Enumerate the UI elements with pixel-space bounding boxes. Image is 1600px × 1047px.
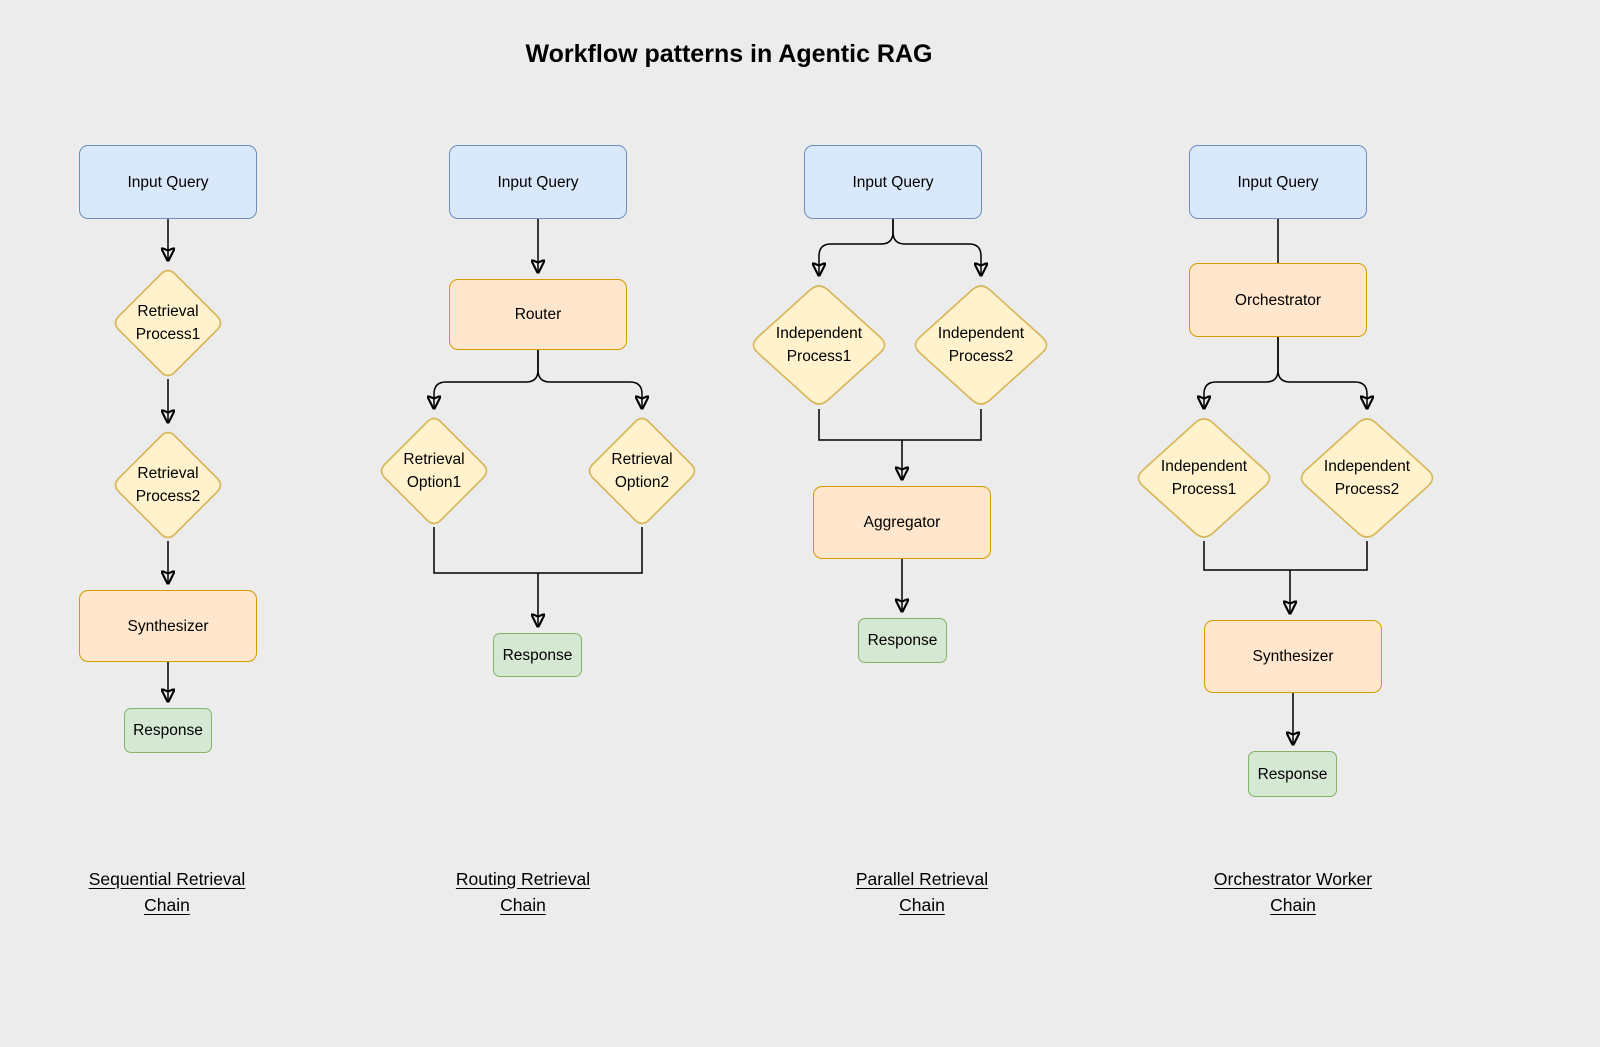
diamond-shape — [588, 417, 696, 525]
node-label: Input Query — [497, 173, 579, 191]
node-label: Independent Process2 — [1323, 458, 1411, 498]
edge-routing-merge — [433, 527, 643, 574]
routing-retrieval-option1-node: Retrieval Option1 — [378, 415, 490, 527]
node-label: Orchestrator — [1234, 291, 1322, 309]
edge-orch-merge — [1203, 541, 1368, 571]
diamond-shape — [114, 269, 222, 377]
edge-orch-split-right — [1277, 337, 1367, 409]
parallel-response-node: Response — [858, 618, 947, 663]
parallel-independent-process1-node: Independent Process1 — [749, 282, 889, 408]
orch-orchestrator-node: Orchestrator — [1189, 263, 1367, 337]
routing-input-query-node: Input Query — [449, 145, 627, 219]
node-label: Synthesizer — [127, 617, 209, 635]
node-label: Retrieval Process1 — [135, 303, 201, 343]
node-label: Input Query — [127, 173, 209, 191]
edge-orch-split-left — [1204, 337, 1279, 409]
orch-independent-process2-node: Independent Process2 — [1297, 415, 1437, 541]
orch-response-node: Response — [1248, 751, 1337, 797]
parallel-aggregator-node: Aggregator — [813, 486, 991, 559]
node-label: Response — [133, 722, 203, 739]
orch-synthesizer-node: Synthesizer — [1204, 620, 1382, 693]
node-label: Independent Process1 — [1160, 458, 1248, 498]
seq-response-node: Response — [124, 708, 212, 753]
node-label: Retrieval Option2 — [611, 451, 673, 491]
edge-parallel-split-right — [892, 219, 981, 276]
seq-synthesizer-node: Synthesizer — [79, 590, 257, 662]
caption-parallel-retrieval-chain: Parallel Retrieval Chain — [855, 869, 989, 915]
seq-input-query-node: Input Query — [79, 145, 257, 219]
orch-input-query-node: Input Query — [1189, 145, 1367, 219]
seq-retrieval-process2-node: Retrieval Process2 — [112, 429, 224, 541]
node-label: Response — [1257, 765, 1328, 783]
edge-routing-split-right — [537, 350, 642, 409]
diamond-shape — [752, 285, 886, 405]
caption-routing-retrieval-chain: Routing Retrieval Chain — [455, 869, 591, 915]
parallel-input-query-node: Input Query — [804, 145, 982, 219]
node-label: Response — [867, 632, 938, 649]
page-title: Workflow patterns in Agentic RAG — [525, 40, 933, 68]
node-label: Input Query — [852, 173, 934, 191]
seq-retrieval-process1-node: Retrieval Process1 — [112, 267, 224, 379]
node-label: Retrieval Process2 — [135, 465, 201, 505]
node-label: Synthesizer — [1252, 648, 1334, 665]
routing-response-node: Response — [493, 633, 582, 677]
routing-retrieval-option2-node: Retrieval Option2 — [586, 415, 698, 527]
diamond-shape — [914, 285, 1048, 405]
caption-orchestrator-worker-chain: Orchestrator Worker Chain — [1213, 869, 1373, 915]
node-label: Response — [502, 646, 573, 664]
caption-sequential-retrieval-chain: Sequential Retrieval Chain — [88, 869, 246, 915]
node-label: Input Query — [1237, 173, 1319, 191]
routing-router-node: Router — [449, 279, 627, 350]
diamond-shape — [1137, 418, 1271, 538]
edge-parallel-merge — [818, 409, 982, 441]
diamond-shape — [1300, 418, 1434, 538]
parallel-independent-process2-node: Independent Process2 — [911, 282, 1051, 408]
node-label: Retrieval Option1 — [403, 451, 465, 491]
diamond-shape — [380, 417, 488, 525]
node-label: Router — [514, 306, 562, 323]
diamond-shape — [114, 431, 222, 539]
node-label: Independent Process2 — [937, 325, 1025, 365]
node-label: Aggregator — [863, 514, 941, 531]
edge-routing-split-left — [434, 350, 539, 409]
node-label: Independent Process1 — [775, 325, 863, 365]
orch-independent-process1-node: Independent Process1 — [1134, 415, 1274, 541]
edge-parallel-split-left — [819, 219, 894, 276]
